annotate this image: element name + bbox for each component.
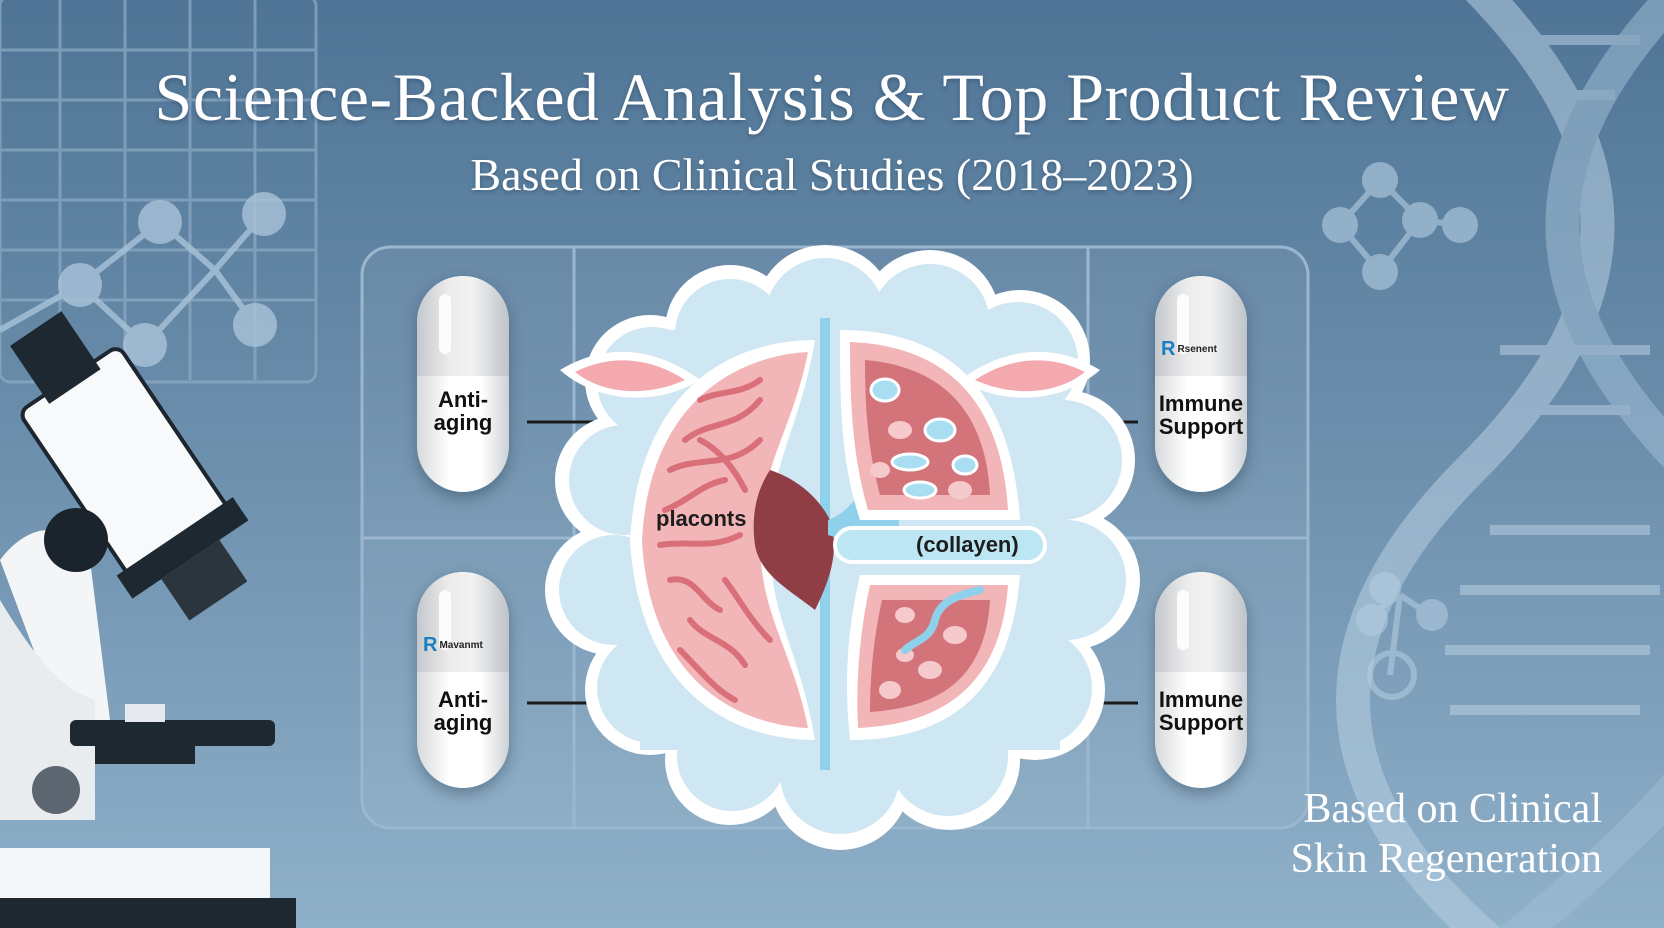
footer-caption-line1: Based on Clinical [1303,786,1602,832]
collagen-label: (collayen) [916,532,1019,557]
capsule-label: Anti- aging [417,688,509,734]
capsule-label-line2: aging [433,410,493,435]
brand-logo-icon: R [1161,338,1176,360]
capsule-shine [439,294,451,354]
brand-name: Mavanmt [439,640,483,651]
microscope-icon [0,311,296,928]
capsule-cap [417,276,509,376]
capsule-immune-support-bottom: Immune Support [1155,572,1247,788]
capsule-label: Immune Support [1155,392,1247,438]
capsule-label-line1: Anti- [437,387,489,412]
capsule-cap [1155,572,1247,672]
brand-name: Rsenent [1177,344,1217,355]
capsule-label-line2: Support [1158,414,1244,439]
capsule-label: Immune Support [1155,688,1247,734]
placenta-illustration [545,245,1140,850]
capsule-label-line2: aging [433,710,493,735]
capsule-cap [1155,276,1247,376]
capsule-shine [439,590,451,650]
capsule-label-line1: Immune [1158,687,1244,712]
page-title: Science-Backed Analysis & Top Product Re… [154,59,1510,135]
capsule-shine [1177,294,1189,354]
capsule-label-line1: Immune [1158,391,1244,416]
footer-caption-line2: Skin Regeneration [1290,836,1602,882]
molecule-icon [0,192,286,367]
capsule-anti-aging-top: Anti- aging [417,276,509,492]
capsule-label-line2: Support [1158,710,1244,735]
capsule-label: Anti- aging [417,388,509,434]
brand-logo-icon: R [423,634,438,656]
capsule-shine [1177,590,1189,650]
page-subtitle: Based on Clinical Studies (2018–2023) [470,149,1194,200]
placenta-label: placonts [656,506,747,531]
capsule-label-line1: Anti- [437,687,489,712]
dna-helix-icon [1336,0,1664,928]
molecule-icon [1322,162,1478,700]
capsule-cap [417,572,509,672]
